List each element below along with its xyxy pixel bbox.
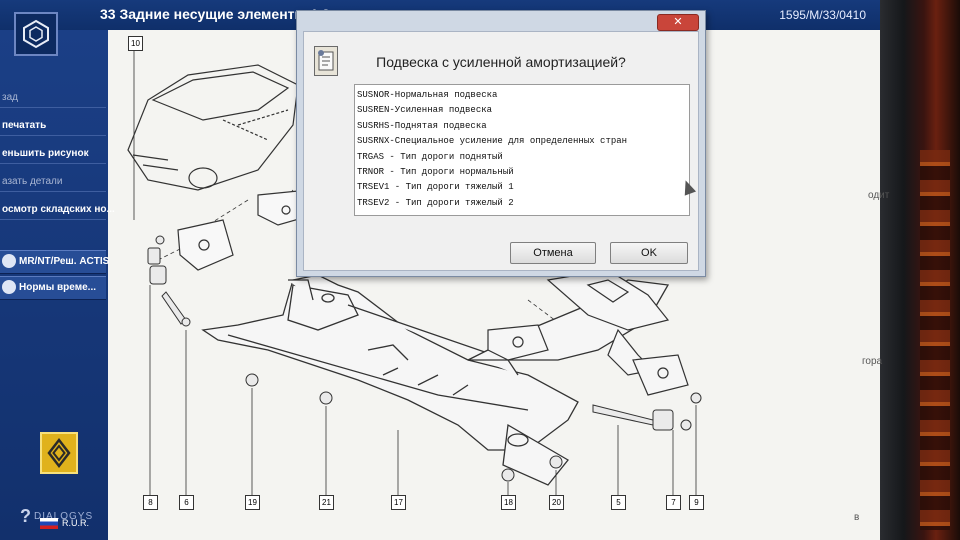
option-susren[interactable]: SUSREN-Усиленная подвеска (357, 105, 493, 116)
option-susrhs[interactable]: SUSRHS-Поднятая подвеска (357, 120, 487, 131)
callout-9[interactable]: 9 (689, 495, 704, 510)
option-list[interactable]: SUSNOR-Нормальная подвеска SUSREN-Усилен… (354, 84, 690, 216)
dialog-title: Подвеска с усиленной амортизацией? (376, 54, 626, 70)
callout-19[interactable]: 19 (245, 495, 260, 510)
document-icon (314, 46, 338, 76)
ok-button[interactable]: OK (610, 242, 688, 264)
option-trsev2[interactable]: TRSEV2 - Тип дороги тяжелый 2 (357, 197, 514, 208)
menu-print-label: печатать (2, 120, 47, 131)
time-norms-button[interactable]: Нормы време... (0, 276, 106, 300)
actis-button-label: MR/NT/Реш. ACTIS (19, 256, 110, 267)
menu-show-parts[interactable]: азать детали (0, 172, 106, 192)
option-susrnx[interactable]: SUSRNX-Специальное усиление для определе… (357, 136, 628, 147)
menu-show-parts-label: азать детали (2, 176, 63, 187)
language-selector[interactable]: R.U.R. (40, 518, 89, 530)
renault-diamond-icon (47, 437, 71, 469)
dialog-body: Подвеска с усиленной амортизацией? SUSNO… (303, 31, 699, 271)
suspension-dialog: ✕ Подвеска с усиленной амортизацией? SUS… (296, 10, 706, 277)
document-title: 33 Задние несущие элементы 1.2 (100, 6, 330, 22)
parts-diagram (127, 50, 702, 495)
application-window: 33 Задние несущие элементы 1.2 1595/M/33… (0, 0, 889, 540)
dialogys-brand-text: DIALOGYS (34, 511, 94, 523)
menu-zoom-out[interactable]: еньшить рисунок (0, 144, 106, 164)
fasteners (147, 235, 702, 482)
callout-20[interactable]: 20 (549, 495, 564, 510)
cancel-button[interactable]: Отмена (510, 242, 596, 264)
russia-flag-icon (40, 518, 58, 530)
callout-7[interactable]: 7 (666, 495, 681, 510)
menu-zoom-out-label: еньшить рисунок (2, 148, 89, 159)
option-trgas[interactable]: TRGAS - Тип дороги поднятый (357, 151, 503, 162)
car-illustration (127, 64, 299, 191)
document-code: 1595/M/33/0410 (779, 8, 866, 22)
right-panel-text-2: гора (862, 356, 883, 367)
renault-logo (40, 432, 78, 474)
menu-print[interactable]: печатать (0, 116, 106, 136)
wrench-icon (2, 254, 16, 269)
right-panel-text-1: одит (868, 190, 890, 201)
help-icon[interactable]: ? (20, 506, 32, 526)
menu-stock-view-label: осмотр складских но... (2, 204, 115, 215)
callout-10[interactable]: 10 (128, 36, 143, 51)
option-trnor[interactable]: TRNOR - Тип дороги нормальный (357, 166, 514, 177)
callout-17[interactable]: 17 (391, 495, 406, 510)
menu-stock-view[interactable]: осмотр складских но... (0, 200, 115, 220)
time-norms-button-label: Нормы време... (19, 282, 97, 293)
actis-button[interactable]: MR/NT/Реш. ACTIS (0, 250, 110, 274)
callout-18[interactable]: 18 (501, 495, 516, 510)
menu-back-label: зад (2, 92, 18, 103)
suspension-arm-right (487, 269, 689, 396)
menu-back[interactable]: зад (0, 88, 106, 108)
clock-icon (2, 280, 16, 295)
callout-8[interactable]: 8 (143, 495, 158, 510)
callout-6[interactable]: 6 (179, 495, 194, 510)
right-panel-text-3: в (854, 512, 860, 523)
close-button[interactable]: ✕ (657, 14, 699, 31)
monitor-bezel-right (880, 0, 960, 540)
close-icon: ✕ (673, 16, 683, 28)
callout-21[interactable]: 21 (319, 495, 334, 510)
home-button[interactable] (14, 12, 58, 56)
callout-leaders (133, 50, 697, 495)
callout-5[interactable]: 5 (611, 495, 626, 510)
hexagon-icon (23, 19, 49, 49)
option-susnor[interactable]: SUSNOR-Нормальная подвеска (357, 90, 498, 100)
language-label: R.U.R. (62, 518, 89, 528)
sidebar: зад печатать еньшить рисунок азать детал… (0, 12, 115, 540)
dialogys-brand: ?DIALOGYS (20, 506, 93, 527)
option-trsev1[interactable]: TRSEV1 - Тип дороги тяжелый 1 (357, 182, 514, 193)
